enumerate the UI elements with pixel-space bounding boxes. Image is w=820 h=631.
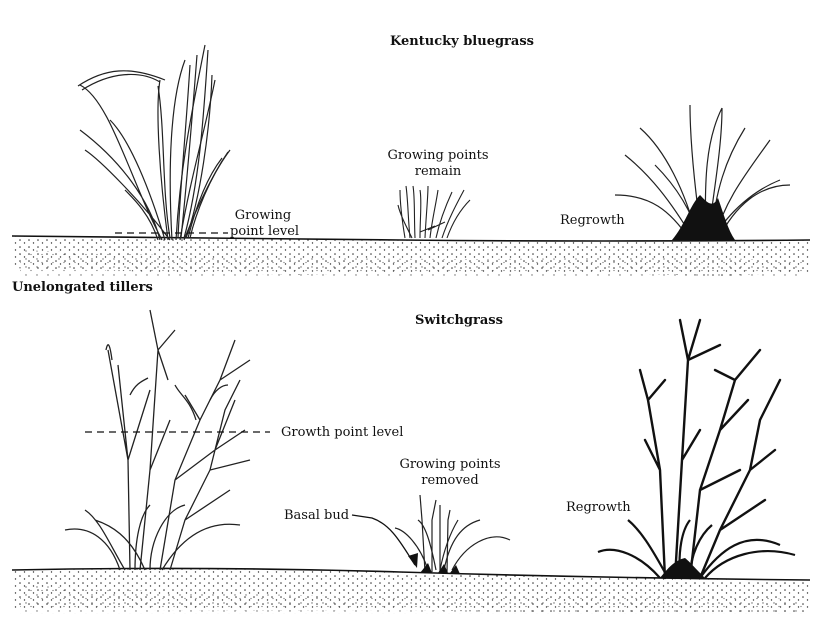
kentucky-bluegrass-title: Kentucky bluegrass (384, 34, 540, 50)
switchgrass-tall-plant (65, 310, 250, 570)
basal-bud-label: Basal bud (284, 508, 349, 524)
growing-points-removed-label: Growing points removed (396, 457, 504, 489)
bluegrass-tall-plant (78, 45, 230, 240)
switchgrass-title: Switchgrass (404, 313, 514, 329)
growth-point-level-label: Growth point level (281, 425, 403, 441)
bluegrass-regrowth-base (672, 195, 735, 240)
regrowth-label-bottom: Regrowth (566, 500, 631, 516)
growing-points-remain-line1: Growing points (384, 148, 492, 164)
growing-point-level-line2: point level (230, 224, 296, 240)
growing-point-level-label: Growing point level (230, 208, 296, 240)
switchgrass-regrowth-base (660, 558, 705, 578)
regrowth-label-top: Regrowth (560, 213, 625, 229)
growing-points-removed-line1: Growing points (396, 457, 504, 473)
basal-bud-pointer (352, 515, 415, 565)
growing-points-remain-label: Growing points remain (384, 148, 492, 180)
growing-points-remain-line2: remain (384, 164, 492, 180)
unelongated-tillers-label: Unelongated tillers (12, 280, 153, 296)
bluegrass-clipped-stubs (398, 186, 470, 238)
soil-top (12, 236, 810, 276)
growing-points-removed-line2: removed (396, 473, 504, 489)
growing-point-level-line1: Growing (230, 208, 296, 224)
